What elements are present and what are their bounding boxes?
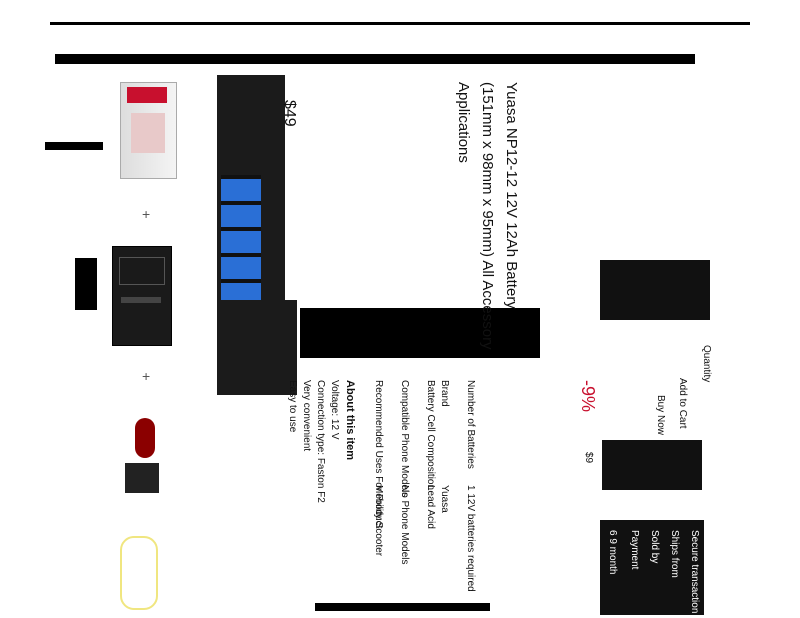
product-title-2: (151mm x 98mm x 95mm) All Accessory — [479, 82, 496, 350]
payment-label: Payment — [629, 530, 640, 570]
ships-from: Ships from — [669, 530, 680, 578]
add-to-cart-button[interactable]: Add to Cart — [677, 378, 688, 429]
main-image-lower — [217, 300, 297, 395]
detail-label-3: Compatible Phone Models — [399, 380, 410, 498]
payment-box[interactable] — [600, 520, 704, 615]
top-right-box — [600, 260, 710, 320]
detail-value-3: No Phone Models — [399, 485, 410, 565]
plus-icon-2: + — [142, 368, 151, 384]
bottom-bar — [315, 603, 490, 611]
price-small: $9 — [583, 452, 594, 464]
about-bullet-1: Connection type: Faston F2 — [315, 380, 326, 503]
about-bullet-3: Easy to use — [287, 380, 298, 433]
detail-value-1: Yuasa — [439, 485, 450, 513]
top-border-line — [50, 22, 750, 25]
thumbnail-battery-red[interactable] — [120, 82, 177, 179]
product-title-1: Yuasa NP12-12 12V 12Ah Battery — [503, 82, 520, 309]
detail-label-0: Number of Batteries — [465, 380, 476, 469]
mid-black-bar — [300, 308, 540, 358]
about-bullet-2: Very convenient — [301, 380, 312, 452]
seller-info-box — [602, 440, 702, 490]
left-marker — [45, 142, 103, 150]
about-bullet-0: Voltage: 12 V — [329, 380, 340, 440]
detail-value-2: Lead Acid — [425, 485, 436, 529]
detail-value-0: 1 12V batteries required — [465, 485, 476, 592]
detail-label-2: Battery Cell Composition — [425, 380, 436, 491]
price-label: $49 — [281, 100, 298, 127]
left-slash-box — [75, 258, 97, 310]
top-header-bar — [55, 54, 695, 64]
discount-label: -9% — [578, 380, 598, 413]
thumbnail-battery-black[interactable] — [112, 246, 172, 346]
thumbnail-charger[interactable] — [115, 418, 165, 493]
quantity-label: Quantity — [701, 345, 712, 383]
sold-by: Sold by — [649, 530, 660, 564]
months-label: 6 9 month — [607, 530, 618, 575]
plus-icon: + — [142, 206, 151, 222]
buy-now-button[interactable]: Buy Now — [655, 395, 666, 436]
main-product-image[interactable] — [217, 75, 285, 305]
product-title-3: Applications — [455, 82, 472, 163]
thumbnail-yellow-cable[interactable] — [120, 536, 158, 610]
detail-value-4: Mobility Scooter — [373, 485, 384, 557]
about-heading: About this item — [344, 380, 356, 461]
detail-label-1: Brand — [439, 380, 450, 407]
secure-transaction: Secure transaction — [689, 530, 700, 614]
